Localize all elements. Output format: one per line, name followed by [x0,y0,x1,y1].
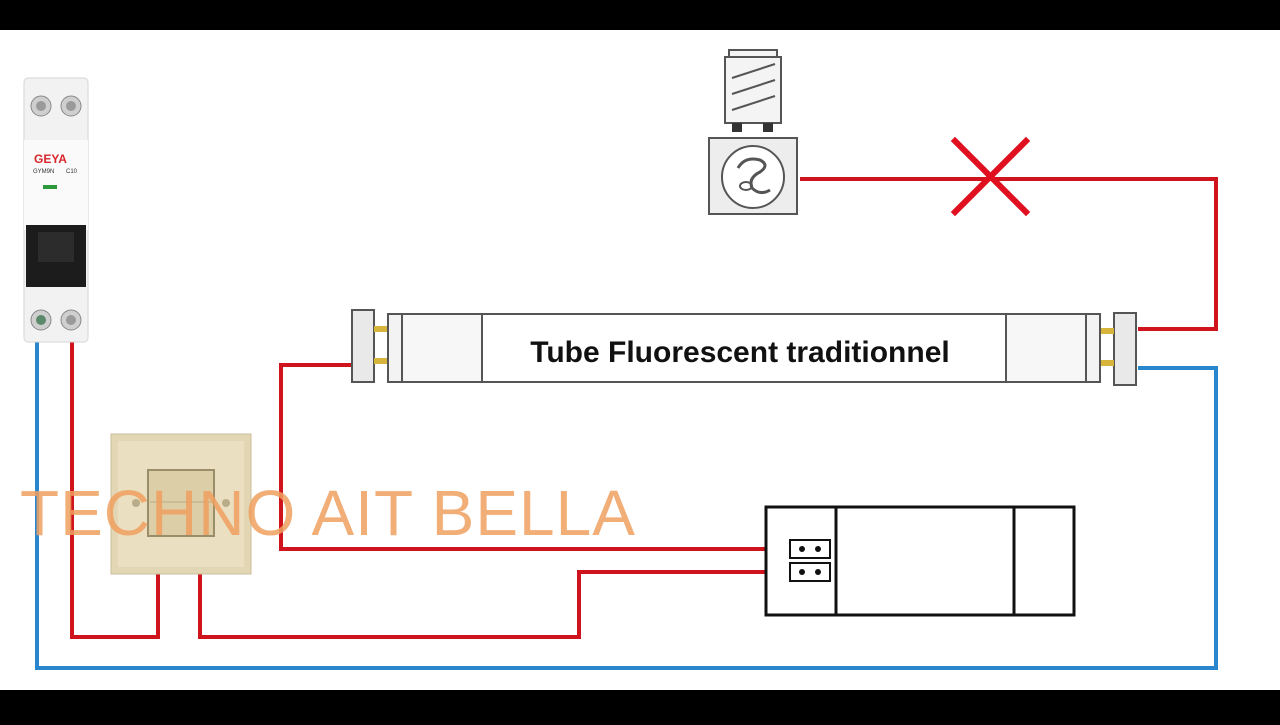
ballast-terminal-block [789,539,831,582]
wall-switch [110,433,252,575]
neutral-wire-main [35,340,1218,670]
phase-wire-tube-to-starter [800,177,1218,331]
tube-label: Tube Fluorescent traditionnel [530,336,949,369]
phase-wire-switch-to-ballast [198,570,790,639]
status-indicator [43,185,57,189]
tube-end-cap-right [1113,312,1137,386]
breaker-model: GYM9N [33,169,54,175]
ballast [764,505,1076,617]
tube-pin [1100,360,1114,366]
screw-icon [132,499,140,507]
breaker-brand: GEYA [34,152,67,166]
circuit-breaker: GEYA GYM9N C10 [23,77,89,343]
phase-wire-ballast-to-tube [279,363,790,551]
starter [724,49,782,132]
cross-mark [950,136,1031,217]
breaker-rating: C10 [66,169,78,175]
tube-pin [374,358,388,364]
tube-end-cap-left [351,309,375,383]
phase-wire-breaker-to-switch [70,340,160,639]
tube-glass [387,313,1101,383]
tube-pin [1100,328,1114,334]
screw-icon [222,499,230,507]
starter-holder [708,137,798,215]
tube-pin [374,326,388,332]
wires [35,177,1218,670]
fluorescent-tube: Tube Fluorescent traditionnel [351,309,1137,386]
switch-rocker [147,469,215,537]
